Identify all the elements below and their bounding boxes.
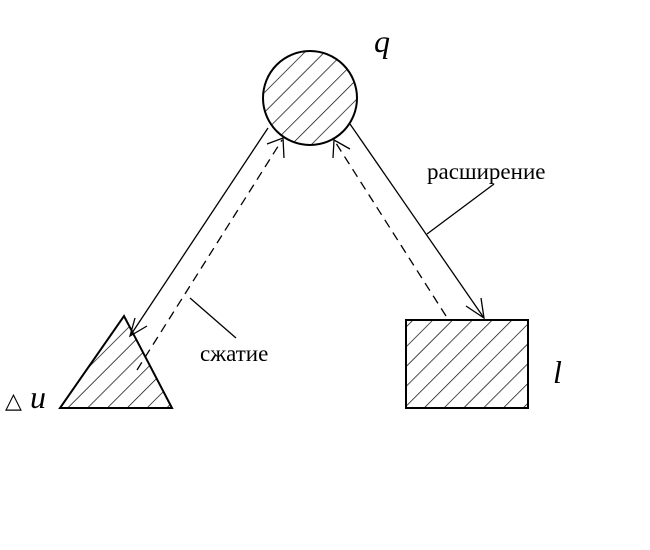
label-leader-solid [426, 183, 495, 235]
solid-arrow-circle-to-triangle [128, 127, 269, 338]
label-leader-dashed [189, 297, 237, 339]
rectangle-node-label: l [553, 354, 562, 390]
rectangle-node [405, 319, 529, 409]
dashed-arrow-rectangle-to-circle [332, 138, 447, 317]
circle-node [262, 50, 358, 146]
solid-arrow-label: расширение [427, 159, 545, 184]
dashed-arrow-triangle-to-circle [136, 137, 285, 371]
circle-node-label: q [374, 23, 390, 59]
triangle-node [58, 314, 174, 409]
dashed-arrow-label: сжатие [200, 341, 268, 366]
solid-arrow-circle-to-rectangle [349, 123, 485, 320]
triangle-delta-symbol: △ [5, 388, 22, 413]
triangle-node-label: u [30, 379, 46, 415]
